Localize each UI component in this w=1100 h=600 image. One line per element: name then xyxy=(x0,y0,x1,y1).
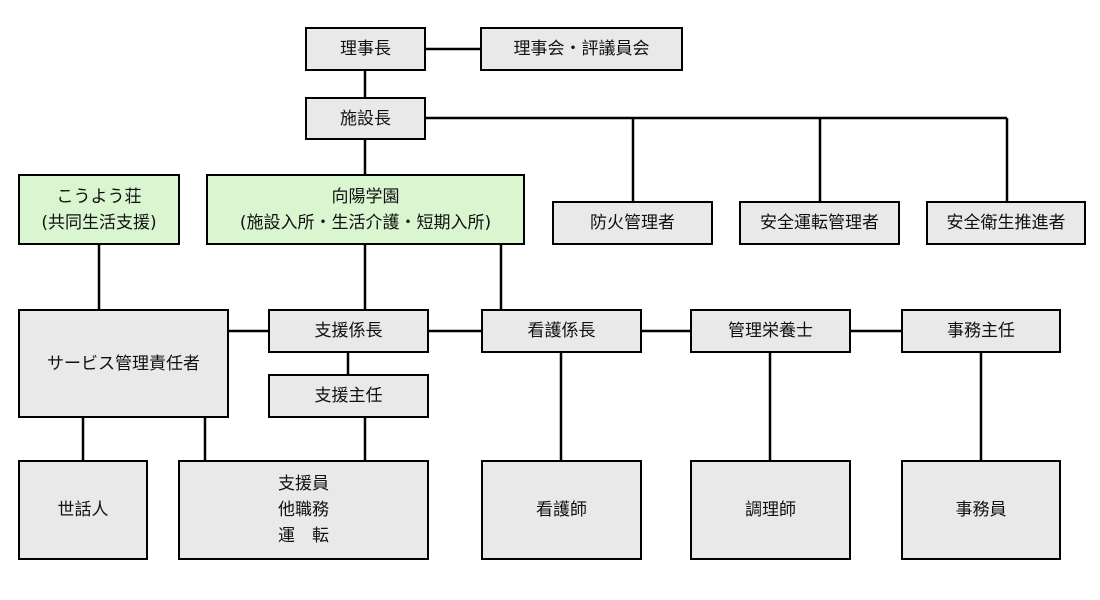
support-staff-box: 支援員 他職務 運 転 xyxy=(178,460,429,560)
chairman-label: 理事長 xyxy=(340,39,391,59)
koyogakuen-name: 向陽学園 xyxy=(331,186,400,207)
support-lead-box: 支援主任 xyxy=(268,374,429,418)
board-box: 理事会・評議員会 xyxy=(480,27,683,71)
chairman-box: 理事長 xyxy=(305,27,426,71)
service-manager-box: サービス管理責任者 xyxy=(18,309,229,418)
nurse-box: 看護師 xyxy=(481,460,642,560)
koyogakuen-box: 向陽学園 (施設入所・生活介護・短期入所) xyxy=(206,174,525,245)
koyoso-service: (共同生活支援) xyxy=(41,212,157,233)
cook-box: 調理師 xyxy=(690,460,851,560)
health-safety-promoter-box: 安全衛生推進者 xyxy=(926,201,1086,245)
board-label: 理事会・評議員会 xyxy=(513,39,650,59)
support-chief-label: 支援係長 xyxy=(314,321,383,341)
caretaker-box: 世話人 xyxy=(18,460,148,560)
fire-manager-box: 防火管理者 xyxy=(552,201,713,245)
koyoso-box: こうよう荘 (共同生活支援) xyxy=(18,174,180,245)
director-box: 施設長 xyxy=(305,97,426,140)
safe-driving-manager-label: 安全運転管理者 xyxy=(760,213,879,233)
health-safety-promoter-label: 安全衛生推進者 xyxy=(946,213,1066,233)
nurse-label: 看護師 xyxy=(536,500,587,520)
support-staff-line-3: 運 転 xyxy=(278,526,329,546)
fire-manager-label: 防火管理者 xyxy=(590,213,675,233)
nursing-chief-label: 看護係長 xyxy=(527,321,596,341)
service-manager-label: サービス管理責任者 xyxy=(47,353,200,374)
support-staff-line-2: 他職務 xyxy=(278,500,329,520)
dietitian-box: 管理栄養士 xyxy=(690,309,851,353)
clerk-box: 事務員 xyxy=(901,460,1061,560)
support-staff-line-1: 支援員 xyxy=(278,474,329,494)
office-lead-box: 事務主任 xyxy=(901,309,1061,353)
director-label: 施設長 xyxy=(340,108,391,129)
clerk-label: 事務員 xyxy=(955,500,1007,520)
nursing-chief-box: 看護係長 xyxy=(481,309,642,353)
dietitian-label: 管理栄養士 xyxy=(728,321,813,341)
support-chief-box: 支援係長 xyxy=(268,309,429,353)
koyogakuen-services: (施設入所・生活介護・短期入所) xyxy=(239,212,492,233)
office-lead-label: 事務主任 xyxy=(947,321,1015,341)
safe-driving-manager-box: 安全運転管理者 xyxy=(739,201,900,245)
support-lead-label: 支援主任 xyxy=(314,386,383,406)
cook-label: 調理師 xyxy=(745,500,796,520)
koyoso-name: こうよう荘 xyxy=(56,186,142,207)
caretaker-label: 世話人 xyxy=(57,500,109,520)
